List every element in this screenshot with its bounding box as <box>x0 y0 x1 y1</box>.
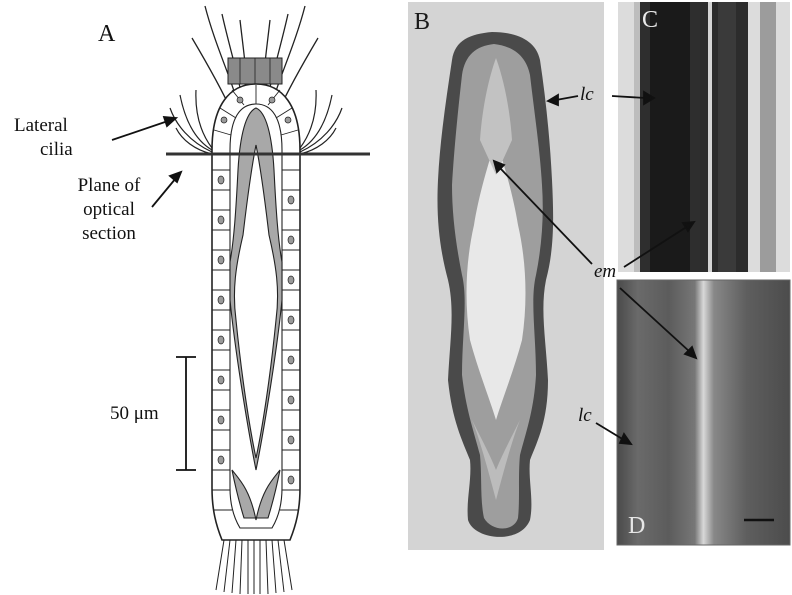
panel-letter-a: A <box>98 22 115 46</box>
label-lateral: Lateral <box>14 116 68 135</box>
label-lc-top: lc <box>580 85 594 104</box>
basal-cilia <box>216 540 292 594</box>
lateral-cilia-left <box>170 90 212 154</box>
scale-bar-label: 50 μm <box>110 404 159 423</box>
label-optical: optical <box>62 200 156 219</box>
label-plane-of: Plane of <box>62 176 156 195</box>
label-cilia: cilia <box>40 140 73 159</box>
panel-c-micrograph <box>612 2 790 272</box>
lateral-cilia-right <box>300 90 342 154</box>
panel-d-micrograph <box>596 280 790 545</box>
label-lc-bottom: lc <box>578 406 592 425</box>
panel-b-micrograph <box>408 2 604 550</box>
scale-bar <box>176 357 196 470</box>
panel-a-drawing <box>112 6 370 594</box>
panel-letter-b: B <box>414 10 430 34</box>
label-em: em <box>594 262 616 281</box>
panel-letter-d: D <box>628 514 645 538</box>
label-section: section <box>62 224 156 243</box>
panel-letter-c: C <box>642 8 658 32</box>
